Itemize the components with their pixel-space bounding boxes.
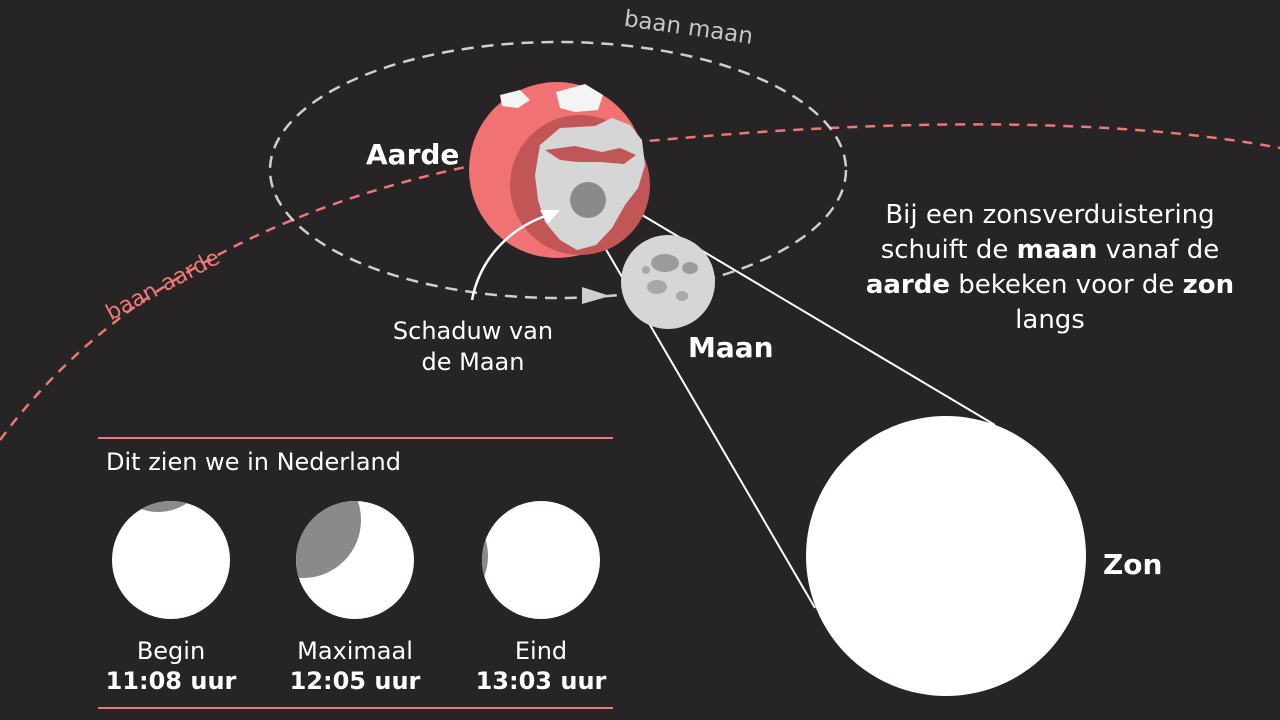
explanation-part1: Bij een zonsverduistering schuift de — [880, 200, 1215, 265]
earth-globe-icon — [469, 82, 650, 258]
phase-begin-caption: Begin 11:08 uur — [91, 636, 251, 696]
phase-name: Begin — [136, 637, 206, 665]
earth-label: Aarde — [366, 138, 460, 171]
shadow-pointer-arrow — [470, 213, 549, 301]
shadow-caption-line2: de Maan — [421, 348, 525, 376]
phase-max-caption: Maximaal 12:05 uur — [275, 636, 435, 696]
explanation-part3: bekeken voor de — [949, 270, 1183, 300]
moon-orbit-arrow — [582, 287, 610, 304]
moon-orbit-path — [268, 40, 848, 300]
explanation-moon: maan — [1016, 235, 1098, 265]
moon-icon — [621, 235, 715, 329]
phase-time: 11:08 uur — [105, 667, 237, 695]
explanation-sun: zon — [1182, 270, 1235, 300]
phase-end-caption: Eind 13:03 uur — [461, 636, 621, 696]
moon-label: Maan — [688, 331, 774, 364]
explanation-text: Bij een zonsverduistering schuift de maa… — [850, 198, 1250, 338]
explanation-earth: aarde — [865, 270, 950, 300]
explanation-part2: vanaf de — [1097, 235, 1220, 265]
phase-name: Eind — [514, 637, 568, 665]
netherlands-heading: Dit zien we in Nederland — [106, 448, 401, 476]
phase-time: 13:03 uur — [475, 667, 607, 695]
phase-time: 12:05 uur — [289, 667, 421, 695]
sun-label: Zon — [1103, 548, 1163, 581]
sun-disc-icon — [806, 416, 1086, 696]
phase-max-disc — [296, 501, 414, 619]
explanation-part4: langs — [1015, 305, 1085, 335]
shadow-caption-line1: Schaduw van — [392, 317, 554, 345]
shadow-caption: Schaduw van de Maan — [373, 316, 573, 378]
phase-name: Maximaal — [297, 637, 413, 665]
shadow-cone-line-top — [599, 189, 996, 426]
phase-begin-disc — [112, 501, 230, 619]
shadow-pointer-arrowhead — [540, 210, 560, 224]
phase-end-disc — [482, 501, 600, 619]
